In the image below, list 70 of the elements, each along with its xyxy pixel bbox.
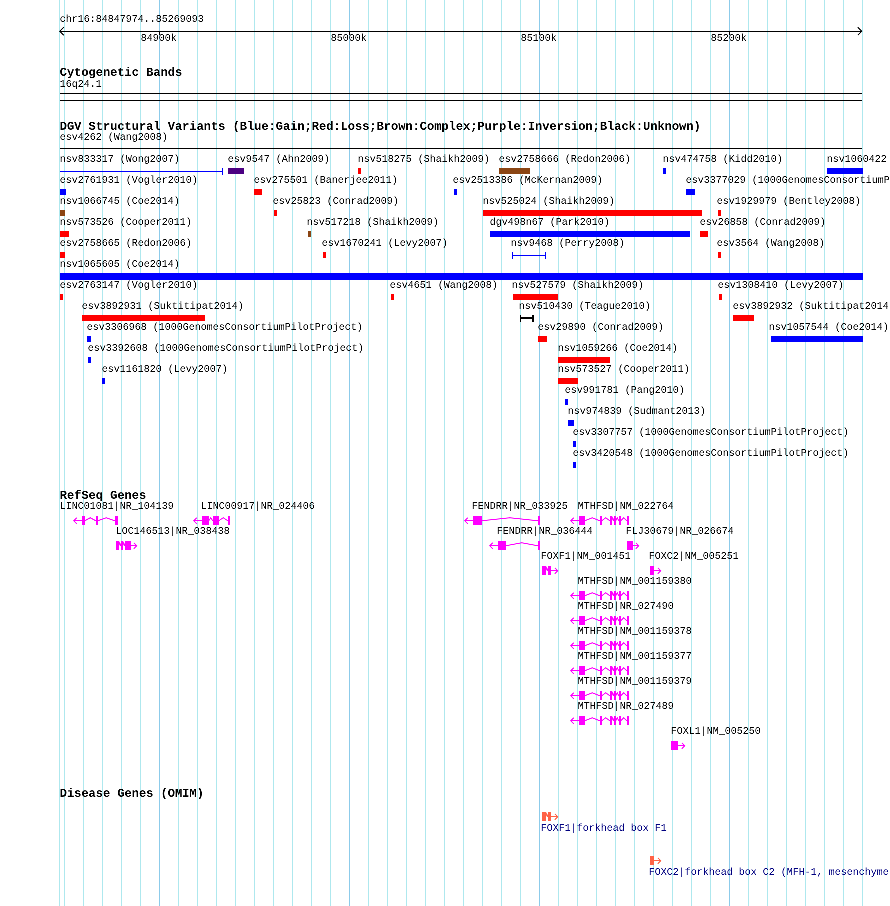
variant-label: nsv527579 (Shaikh2009) — [512, 282, 644, 292]
variant-label: esv1308410 (Levy2007) — [718, 282, 844, 292]
variant-label: nsv974839 (Sudmant2013) — [568, 408, 706, 418]
variant-label: esv3307757 (1000GenomesConsortiumPilotProject) — [573, 429, 850, 439]
gene-label: FOXC2|NM_005251 — [649, 553, 740, 563]
variant-label: nsv525024 (Shaikh2009) — [483, 198, 616, 208]
gene-label: MTHFSD|NM_001159377 — [578, 653, 692, 663]
variant-label: dgv498n67 (Park2010) — [490, 219, 610, 229]
variant-label: esv3306968 (1000GenomesConsortiumPilotProject) — [87, 324, 364, 334]
gene-label: MTHFSD|NR_027489 — [578, 703, 674, 713]
gene-label: FENDRR|NR_036444 — [497, 528, 594, 538]
gene-label: MTHFSD|NM_001159380 — [578, 578, 692, 588]
scale-tick-label: 85200k — [711, 35, 747, 45]
band-label: 16q24.1 — [60, 81, 102, 91]
gene-label: LOC146513|NR_038438 — [116, 528, 230, 538]
variant-label: esv2758665 (Redon2006) — [60, 240, 192, 250]
gene-label: LINC00917|NR_024406 — [201, 503, 316, 513]
variant-label: esv1161820 (Levy2007) — [102, 366, 228, 376]
gene-label: FENDRR|NR_033925 — [472, 503, 568, 513]
variant-label: esv25823 (Conrad2009) — [273, 198, 400, 208]
variant-label: esv3564 (Wang2008) — [717, 240, 826, 250]
coordinate-range: chr16:84847974..85269093 — [60, 16, 204, 26]
variant-label: nsv833317 (Wong2007) — [60, 156, 180, 166]
disease-gene-label: FOXF1|forkhead box F1 — [541, 825, 668, 835]
disease-gene-label: FOXC2|forkhead box C2 (MFH-1, mesenchyme — [649, 869, 890, 879]
variant-label: esv2763147 (Vogler2010) — [60, 282, 198, 292]
scale-tick-label: 85000k — [331, 35, 367, 45]
variant-label: nsv1065605 (Coe2014) — [60, 261, 180, 271]
variant-label: nsv517218 (Shaikh2009) — [307, 219, 440, 229]
variant-label: esv4651 (Wang2008) — [390, 282, 498, 292]
track-title: DGV Structural Variants (Blue:Gain;Red:Loss;Brown:Complex;Purple:Inversion;Black:Unknown) — [60, 121, 701, 133]
variant-label: esv26858 (Conrad2009) — [700, 219, 826, 229]
variant-label: esv2758666 (Redon2006) — [499, 156, 632, 166]
track-title: RefSeq Genes — [60, 490, 146, 502]
gene-label: LINC01081|NR_104139 — [60, 503, 174, 513]
variant-label: esv4262 (Wang2008) — [60, 134, 168, 144]
track-title: Disease Genes (OMIM) — [60, 788, 204, 800]
variant-label: esv3392608 (1000GenomesConsortiumPilotProject) — [88, 345, 364, 355]
variant-label: nsv573527 (Cooper2011) — [558, 366, 690, 376]
variant-label: nsv1057544 (Coe2014) — [769, 324, 890, 334]
variant-label: esv1929979 (Bentley2008) — [717, 198, 862, 208]
gene-label: FOXL1|NM_005250 — [671, 728, 762, 738]
variant-label: esv3377029 (1000GenomesConsortiumP — [686, 177, 890, 187]
gene-label: FLJ30679|NR_026674 — [626, 528, 734, 538]
variant-label: esv1670241 (Levy2007) — [322, 240, 448, 250]
variant-label: esv9547 (Ahn2009) — [228, 156, 330, 166]
variant-label: nsv1059266 (Coe2014) — [558, 345, 678, 355]
variant-label: nsv1060422 — [827, 156, 888, 166]
variant-label: esv2761931 (Vogler2010) — [60, 177, 198, 187]
gene-label: MTHFSD|NR_027490 — [578, 603, 674, 613]
variant-label: nsv510430 (Teague2010) — [519, 303, 652, 313]
gene-label: MTHFSD|NM_001159379 — [578, 678, 692, 688]
gene-label: MTHFSD|NM_001159378 — [578, 628, 692, 638]
scale-tick-label: 85100k — [521, 35, 557, 45]
variant-label: esv2513386 (McKernan2009) — [453, 177, 604, 187]
gene-label: FOXF1|NM_001451 — [541, 553, 632, 563]
variant-label: nsv518275 (Shaikh2009) — [358, 156, 490, 166]
variant-label: nsv9468 (Perry2008) — [511, 240, 626, 250]
variant-label: esv3420548 (1000GenomesConsortiumPilotProject) — [573, 450, 850, 460]
variant-label: nsv573526 (Cooper2011) — [60, 219, 192, 229]
variant-label: nsv474758 (Kidd2010) — [663, 156, 784, 166]
variant-label: nsv1066745 (Coe2014) — [60, 198, 180, 208]
variant-label: esv275501 (Banerjee2011) — [254, 177, 398, 187]
variant-label: esv3892932 (Suktitipat2014 — [733, 303, 890, 313]
track-title: Cytogenetic Bands — [60, 67, 182, 79]
variant-label: esv991781 (Pang2010) — [565, 387, 686, 397]
gene-label: MTHFSD|NM_022764 — [578, 503, 674, 513]
scale-tick-label: 84900k — [141, 35, 177, 45]
variant-label: esv3892931 (Suktitipat2014) — [82, 303, 244, 313]
variant-label: esv29890 (Conrad2009) — [538, 324, 664, 334]
